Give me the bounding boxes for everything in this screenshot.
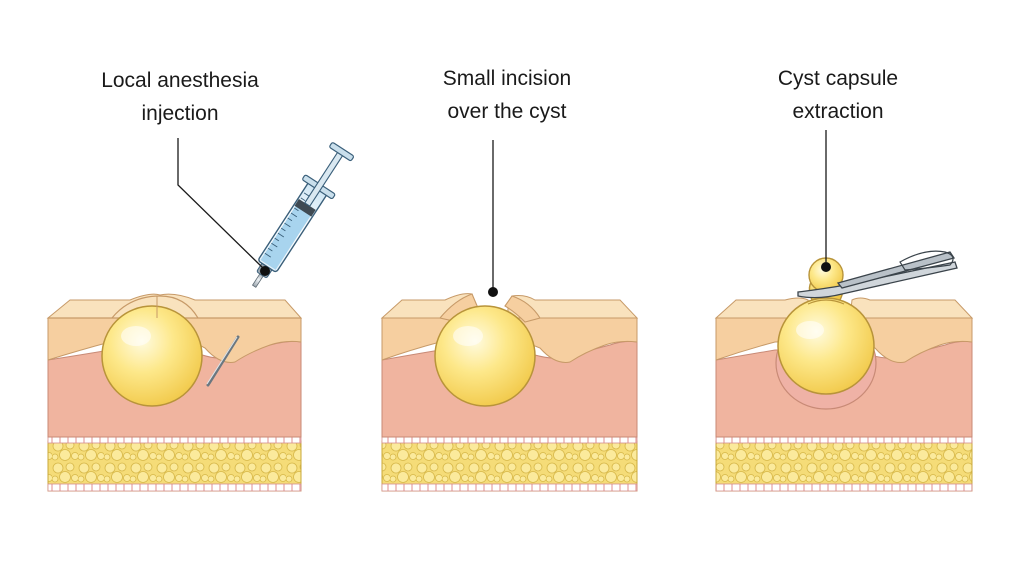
panel-2-cyst bbox=[434, 305, 536, 407]
panel-2-incision-right-flap bbox=[504, 295, 541, 323]
step-1-label-line-2: injection bbox=[141, 102, 219, 125]
forceps-upper-jaw bbox=[836, 251, 956, 289]
panel-2-bottom-membrane bbox=[381, 483, 638, 492]
step-1-label-line-1: Local anesthesia bbox=[101, 69, 259, 92]
step-3-label-line-2: extraction bbox=[792, 100, 884, 123]
step-3-label-line-1: Cyst capsule bbox=[777, 67, 899, 90]
step-1-label: Local anesthesia injection bbox=[60, 64, 300, 130]
panel-1-dermis-membrane bbox=[47, 436, 302, 444]
panel-1-needle-in-skin-highlight bbox=[206, 336, 238, 385]
panel-1-cyst-highlight bbox=[121, 326, 151, 346]
panel-3-bottom-membrane bbox=[715, 483, 973, 492]
step-2-label: Small incision over the cyst bbox=[387, 62, 627, 128]
step-2-leader-dot bbox=[488, 287, 498, 297]
panel-1-skin-block bbox=[46, 293, 303, 492]
step-1-leader-line bbox=[177, 138, 264, 269]
syringe bbox=[251, 142, 354, 288]
syringe-liquid bbox=[260, 204, 312, 270]
syringe-thumb-press bbox=[329, 142, 354, 162]
panel-3-skin-block bbox=[714, 257, 974, 492]
panel-3-fat-layer bbox=[715, 440, 973, 492]
panel-2-skin-block bbox=[380, 293, 639, 492]
step-3-leader-dot bbox=[821, 262, 831, 272]
panel-2-dermis-membrane bbox=[381, 436, 638, 444]
forceps bbox=[797, 250, 958, 299]
step-2-label-line-2: over the cyst bbox=[447, 100, 567, 123]
panel-3-cyst-waist bbox=[807, 299, 845, 305]
panel-2-cyst-highlight bbox=[453, 326, 483, 346]
panel-3-dermis-membrane bbox=[715, 436, 973, 444]
panel-2-epidermis-right bbox=[507, 295, 639, 319]
step-2-label-line-1: Small incision bbox=[442, 67, 572, 90]
panel-3-epidermis-right bbox=[849, 297, 974, 319]
forceps-handle-loop bbox=[899, 250, 954, 271]
panel-3-cyst-highlight bbox=[796, 321, 824, 339]
step-3-label: Cyst capsule extraction bbox=[718, 62, 958, 128]
panel-3-epidermis-left bbox=[714, 297, 813, 319]
step-1-leader-dot bbox=[260, 266, 270, 276]
forceps-lower-jaw bbox=[797, 261, 958, 299]
syringe-stopper bbox=[294, 199, 316, 217]
panel-1-needle-in-skin bbox=[206, 335, 240, 387]
panel-1-fat-layer bbox=[47, 440, 302, 492]
panel-1-cyst-dome bbox=[111, 295, 199, 319]
panel-1-epidermis bbox=[46, 293, 303, 319]
panel-1-cyst bbox=[101, 305, 203, 407]
panel-3-cyst bbox=[777, 297, 875, 395]
panel-2-fat-layer bbox=[381, 440, 638, 492]
panel-1-bottom-membrane bbox=[47, 483, 302, 492]
